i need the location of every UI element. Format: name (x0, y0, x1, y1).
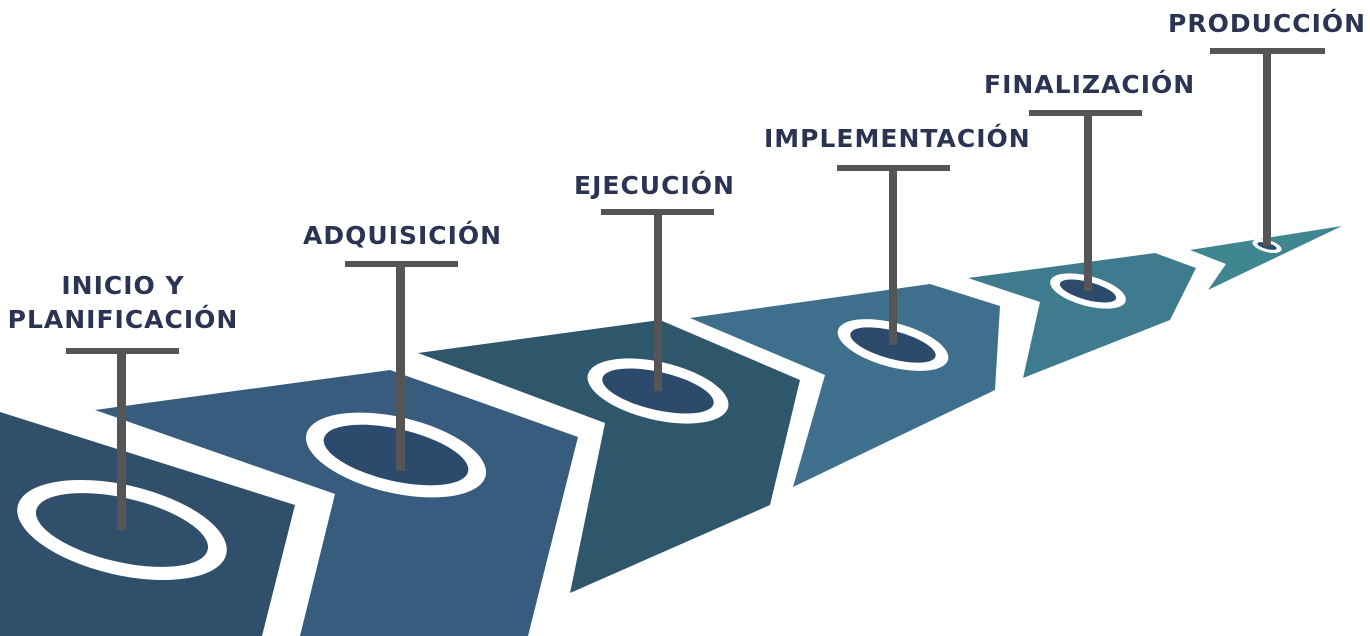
signpost-5 (1029, 110, 1142, 291)
road-segment-finalizacion (968, 253, 1196, 378)
signpost-3 (601, 209, 714, 391)
signpost-6 (1210, 48, 1325, 246)
road-segment-produccion (1190, 226, 1342, 290)
stage-label-implementacion: IMPLEMENTACIÓN (764, 124, 1031, 153)
signpost-4 (837, 165, 950, 345)
stage-label-inicio-line2: PLANIFICACIÓN (7, 305, 239, 334)
stage-label-finalizacion: FINALIZACIÓN (984, 70, 1196, 99)
signposts (66, 48, 1325, 530)
stage-label-inicio: INICIO Y PLANIFICACIÓN (6, 269, 240, 337)
signpost-1 (66, 348, 179, 530)
road-segment-adquisicion (95, 370, 578, 636)
stage-label-inicio-line1: INICIO Y (61, 271, 185, 300)
road (0, 226, 1342, 636)
signpost-2 (345, 261, 458, 471)
stage-label-produccion: PRODUCCIÓN (1168, 9, 1367, 38)
stage-label-adquisicion: ADQUISICIÓN (303, 221, 503, 250)
stage-label-ejecucion: EJECUCIÓN (574, 171, 735, 200)
